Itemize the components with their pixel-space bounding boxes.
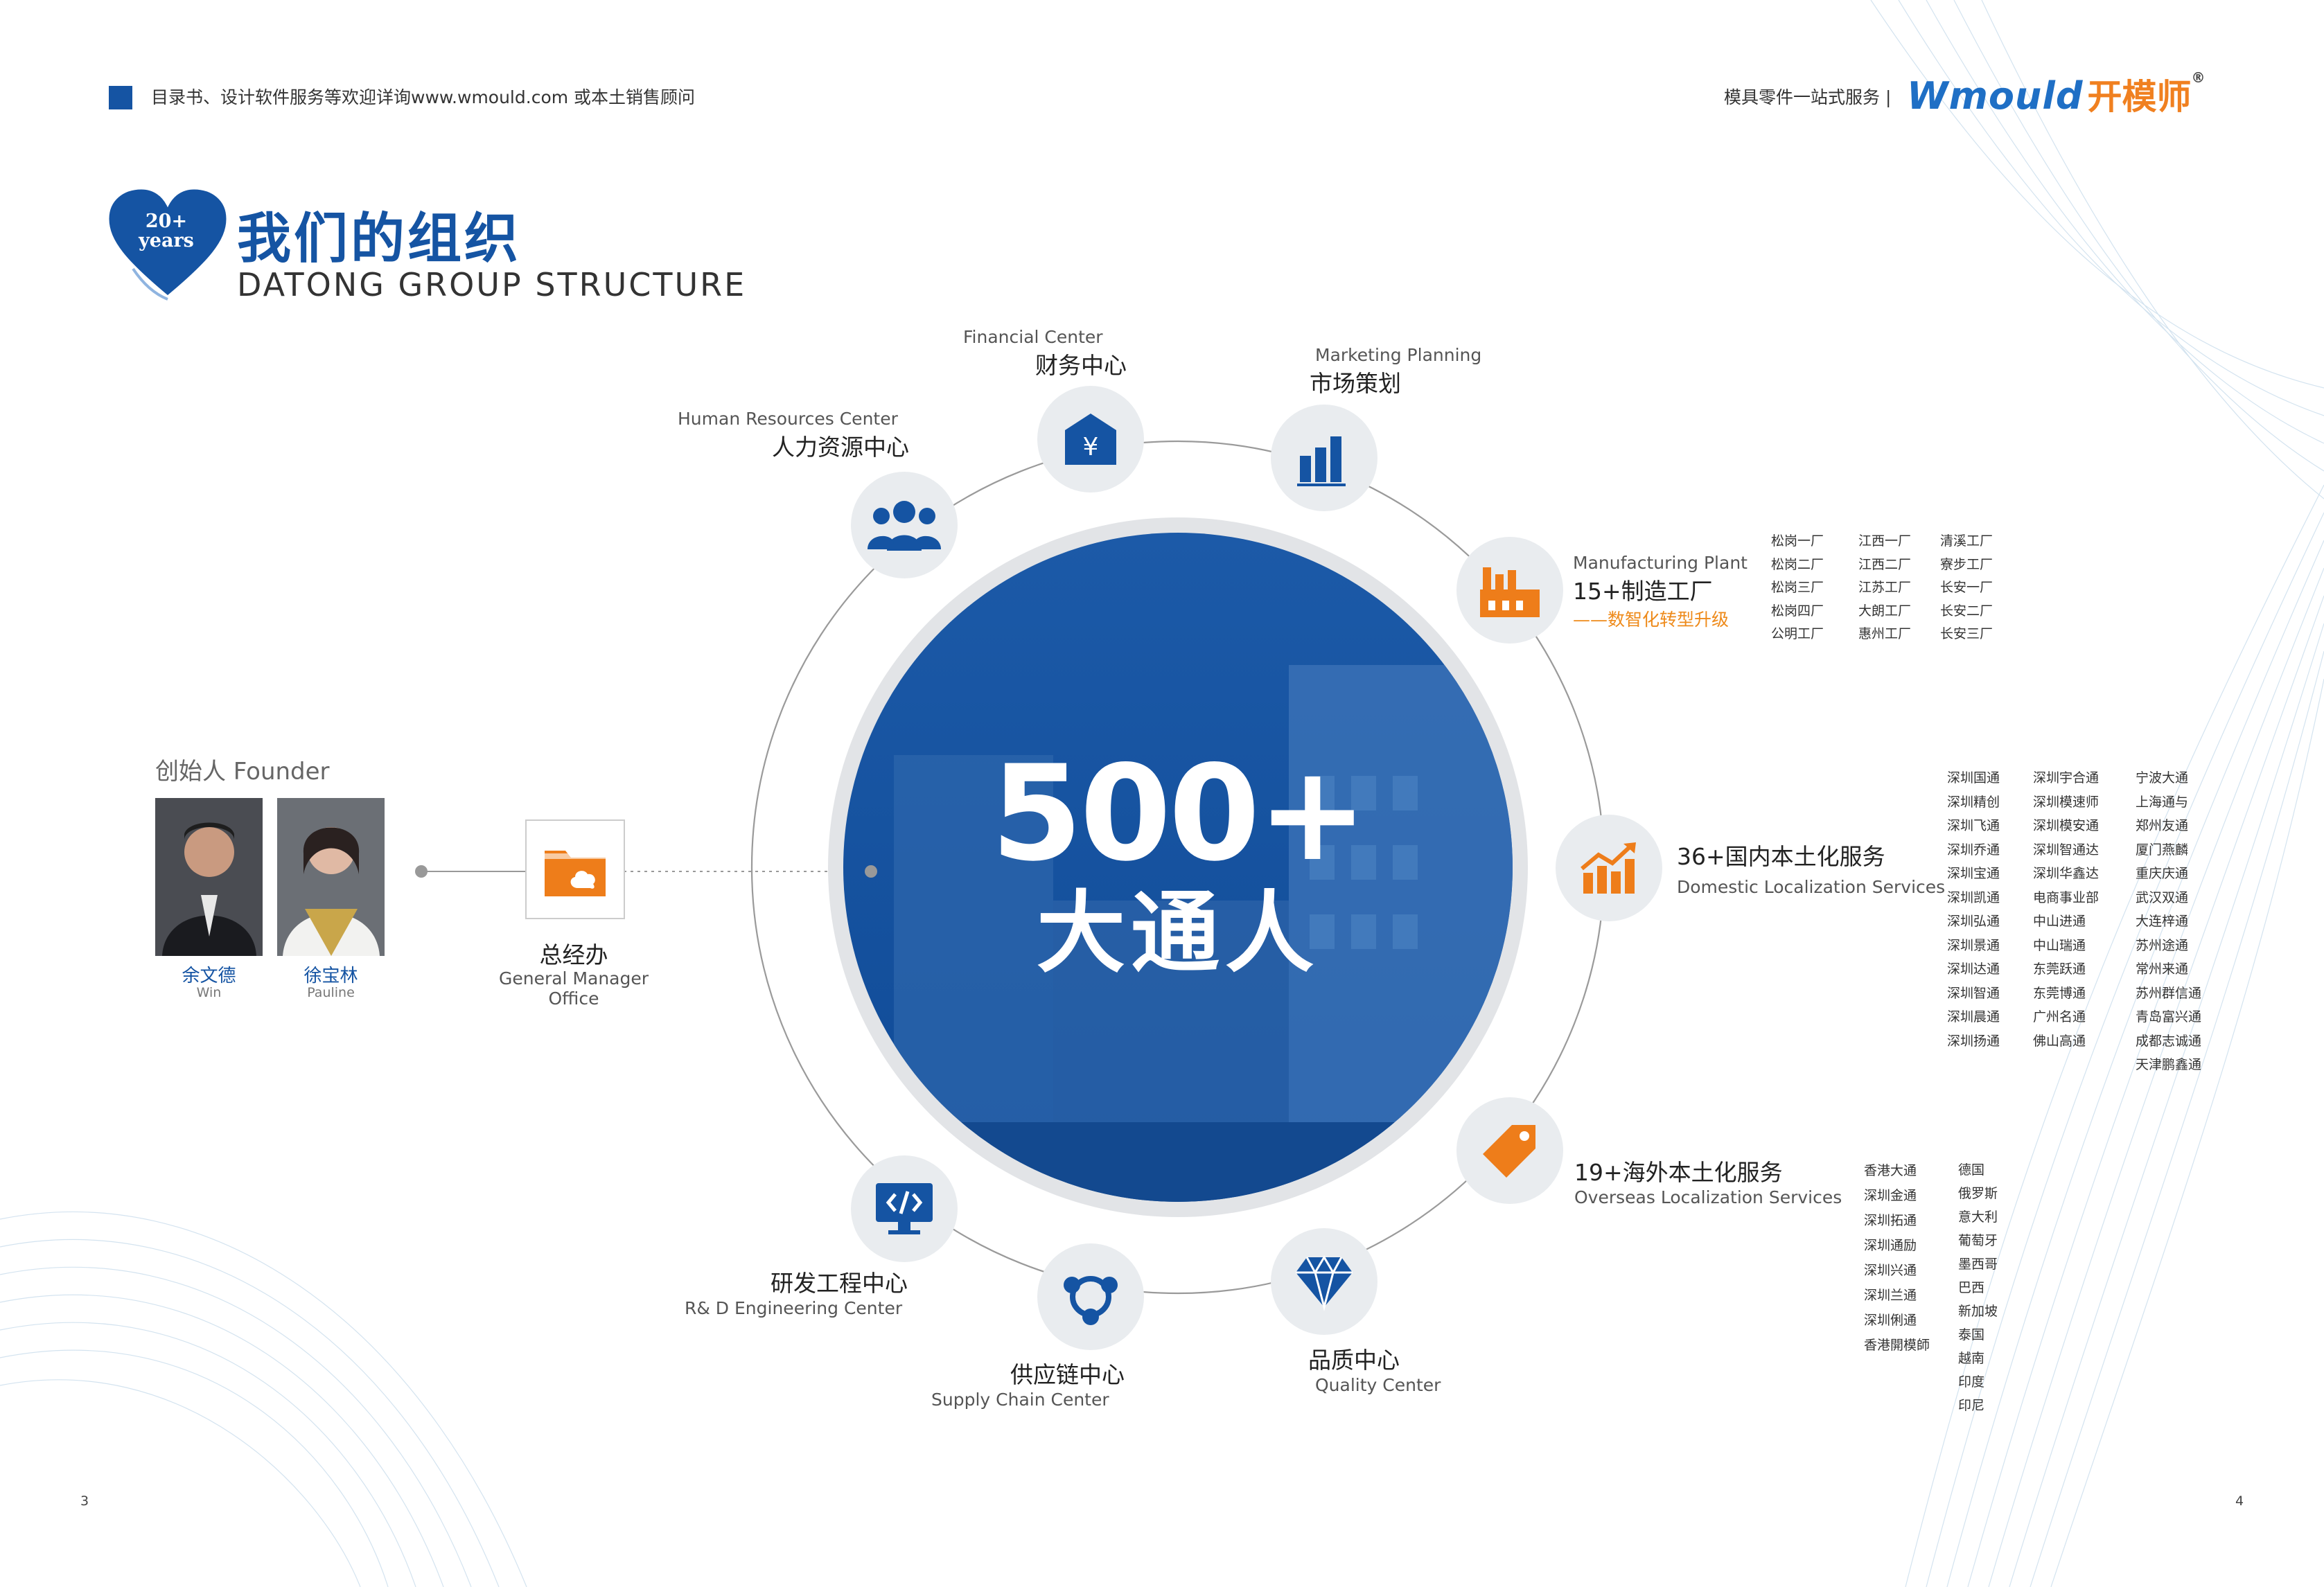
founder-name-2: 徐宝林 bbox=[303, 966, 358, 986]
factory-icon bbox=[1456, 537, 1563, 644]
dept-hr: Human Resources Center 人力资源中心 bbox=[678, 409, 909, 461]
dept-financial: Financial Center 财务中心 bbox=[963, 327, 1127, 379]
heart-icon bbox=[107, 187, 229, 301]
overseas-list-col-2: 德国俄罗斯意大利葡萄牙墨西哥巴西新加坡泰国越南印度印尼 bbox=[1958, 1162, 1998, 1413]
gm-office-icon bbox=[525, 819, 625, 919]
header-contact-text: 目录书、设计软件服务等欢迎详询www.wmould.com 或本土销售顾问 bbox=[151, 87, 696, 107]
page-subtitle: DATONG GROUP STRUCTURE bbox=[237, 266, 747, 303]
domestic-list-col-3: 宁波大通上海通与郑州友通厦门燕麟重庆庆通武汉双通大连梓通苏州途通常州来通苏州群信… bbox=[2136, 770, 2202, 1072]
center-photo bbox=[843, 533, 1513, 1202]
founder-en-1: Win bbox=[196, 985, 222, 1000]
price-tag-icon bbox=[1456, 1097, 1563, 1204]
dept-supply: 供应链中心 Supply Chain Center bbox=[931, 1361, 1125, 1410]
gm-office-en: General Manager Office bbox=[498, 968, 649, 1009]
finance-icon: ¥ bbox=[1037, 386, 1144, 493]
years-badge: 20+years bbox=[139, 211, 194, 251]
employee-count: 500+ bbox=[991, 737, 1368, 890]
code-monitor-icon bbox=[851, 1155, 958, 1262]
growth-chart-icon bbox=[1556, 815, 1662, 921]
dept-quality: 品质中心 Quality Center bbox=[1308, 1347, 1441, 1395]
dept-rd: 研发工程中心 R& D Engineering Center bbox=[685, 1270, 908, 1318]
diamond-icon bbox=[1271, 1228, 1377, 1335]
factory-list-col-2: 江西一厂江西二厂江苏工厂大朗工厂惠州工厂 bbox=[1858, 533, 1912, 641]
page-title: 我们的组织 bbox=[237, 208, 522, 270]
founder-label: 创始人 Founder bbox=[155, 758, 330, 786]
dept-overseas: 19+海外本土化服务 Overseas Localization Service… bbox=[1574, 1159, 1842, 1207]
founder-photo-1 bbox=[155, 798, 263, 956]
dept-domestic: 36+国内本土化服务 Domestic Localization Service… bbox=[1677, 843, 1946, 897]
header-service-text: 模具零件一站式服务 | bbox=[1724, 87, 1892, 107]
page-number-left: 3 bbox=[80, 1493, 89, 1509]
founder-photo-2 bbox=[277, 798, 385, 956]
founder-en-2: Pauline bbox=[307, 985, 355, 1000]
people-icon bbox=[851, 472, 958, 578]
employee-label: 大通人 bbox=[1036, 882, 1319, 985]
svg-text:¥: ¥ bbox=[1083, 433, 1099, 461]
domestic-list-col-1: 深圳国通深圳精创深圳飞通深圳乔通深圳宝通深圳凯通深圳弘通深圳景通深圳达通深圳智通… bbox=[1947, 770, 2000, 1049]
overseas-list-col-1: 香港大通深圳金通深圳拓通深圳通励深圳兴通深圳兰通深圳俐通香港開模師 bbox=[1864, 1163, 1930, 1353]
page-number-right: 4 bbox=[2235, 1493, 2244, 1509]
domestic-list-col-2: 深圳宇合通深圳模速师深圳模安通深圳智通达深圳华鑫达电商事业部中山进通中山瑞通东莞… bbox=[2033, 770, 2099, 1049]
gm-office-cn: 总经办 bbox=[539, 941, 608, 968]
dept-marketing: Marketing Planning 市场策划 bbox=[1310, 345, 1482, 397]
factory-list-col-1: 松岗一厂松岗二厂松岗三厂松岗四厂公明工厂 bbox=[1771, 533, 1824, 641]
dept-manufacturing: Manufacturing Plant 15+制造工厂 ——数智化转型升级 bbox=[1573, 553, 1748, 630]
founder-name-1: 余文德 bbox=[182, 966, 236, 986]
supply-chain-icon bbox=[1037, 1243, 1144, 1350]
header-square bbox=[109, 86, 132, 109]
factory-list-col-3: 清溪工厂寮步工厂长安一厂长安二厂长安三厂 bbox=[1940, 533, 1993, 641]
bar-chart-icon bbox=[1271, 405, 1377, 511]
